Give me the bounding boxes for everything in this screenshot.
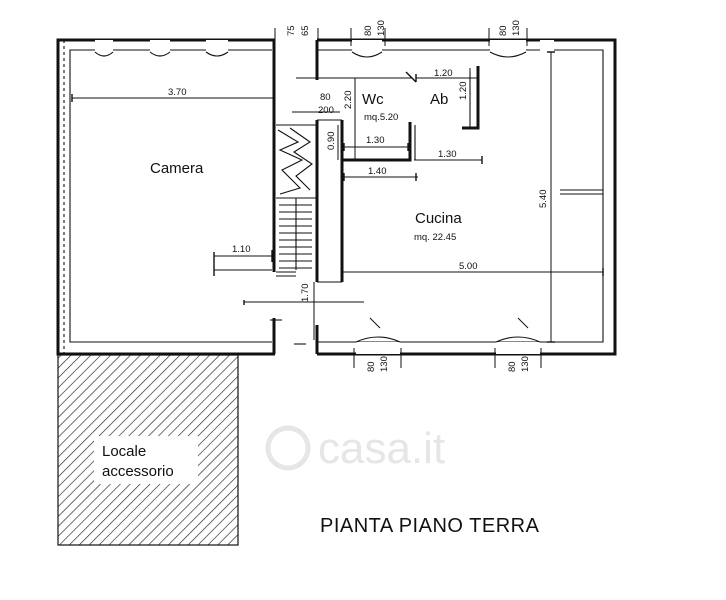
room-wc-label: Wc	[362, 91, 384, 108]
dim-stair-80: 80	[320, 92, 331, 103]
room-ab-label: Ab	[430, 91, 448, 108]
locale-accessorio	[57, 354, 239, 546]
room-locale-line1: Locale	[102, 443, 146, 460]
watermark: casa.it	[265, 424, 445, 473]
room-locale-line2: accessorio	[102, 463, 174, 480]
dim-win-top-2a: 80	[498, 25, 509, 36]
dim-win-top-2b: 130	[511, 20, 522, 36]
dim-wc-height: 2.20	[343, 91, 354, 110]
room-wc-area: mq.5.20	[364, 112, 398, 123]
room-camera-label: Camera	[150, 160, 204, 177]
interior-walls	[270, 40, 603, 354]
dim-stair-top-b: 65	[300, 25, 311, 36]
dim-win-top-1a: 80	[363, 25, 374, 36]
dim-wc-140: 1.40	[368, 166, 387, 177]
dimension-lines	[71, 28, 604, 368]
dim-ab-130: 1.30	[438, 149, 457, 160]
watermark-text: casa.it	[318, 424, 445, 473]
room-cucina-area: mq. 22.45	[414, 232, 456, 243]
room-cucina-label: Cucina	[415, 210, 462, 227]
staircase	[276, 124, 316, 277]
dim-camera-width: 3.70	[168, 87, 187, 98]
dim-win-bot-1b: 130	[379, 356, 390, 372]
dim-win-top-1b: 130	[376, 20, 387, 36]
dim-wc-090: 0.90	[326, 132, 337, 151]
top-windows	[94, 40, 554, 58]
bottom-windows	[355, 336, 541, 354]
dim-cucina-height: 5.40	[538, 190, 549, 209]
dim-stair-200: 200	[318, 105, 334, 116]
dimension-labels: 3.70 1.10 1.70 75 65 80 200 2.20 1.30 1.…	[168, 20, 549, 372]
dim-ab-120h: 1.20	[458, 82, 469, 101]
exterior-walls	[56, 38, 617, 356]
dim-wc-130: 1.30	[366, 135, 385, 146]
dim-stair-width: 1.70	[300, 284, 311, 303]
dim-win-bot-2a: 80	[507, 361, 518, 372]
dim-camera-door: 1.10	[232, 244, 251, 255]
dim-win-bot-2b: 130	[520, 356, 531, 372]
dim-ab-120w: 1.20	[434, 68, 453, 79]
dim-cucina-width: 5.00	[459, 261, 478, 272]
dim-win-bot-1a: 80	[366, 361, 377, 372]
plan-title: PIANTA PIANO TERRA	[320, 515, 540, 537]
dim-stair-top-a: 75	[286, 25, 297, 36]
room-labels: Camera Wc mq.5.20 Ab Cucina mq. 22.45 Lo…	[102, 91, 462, 480]
